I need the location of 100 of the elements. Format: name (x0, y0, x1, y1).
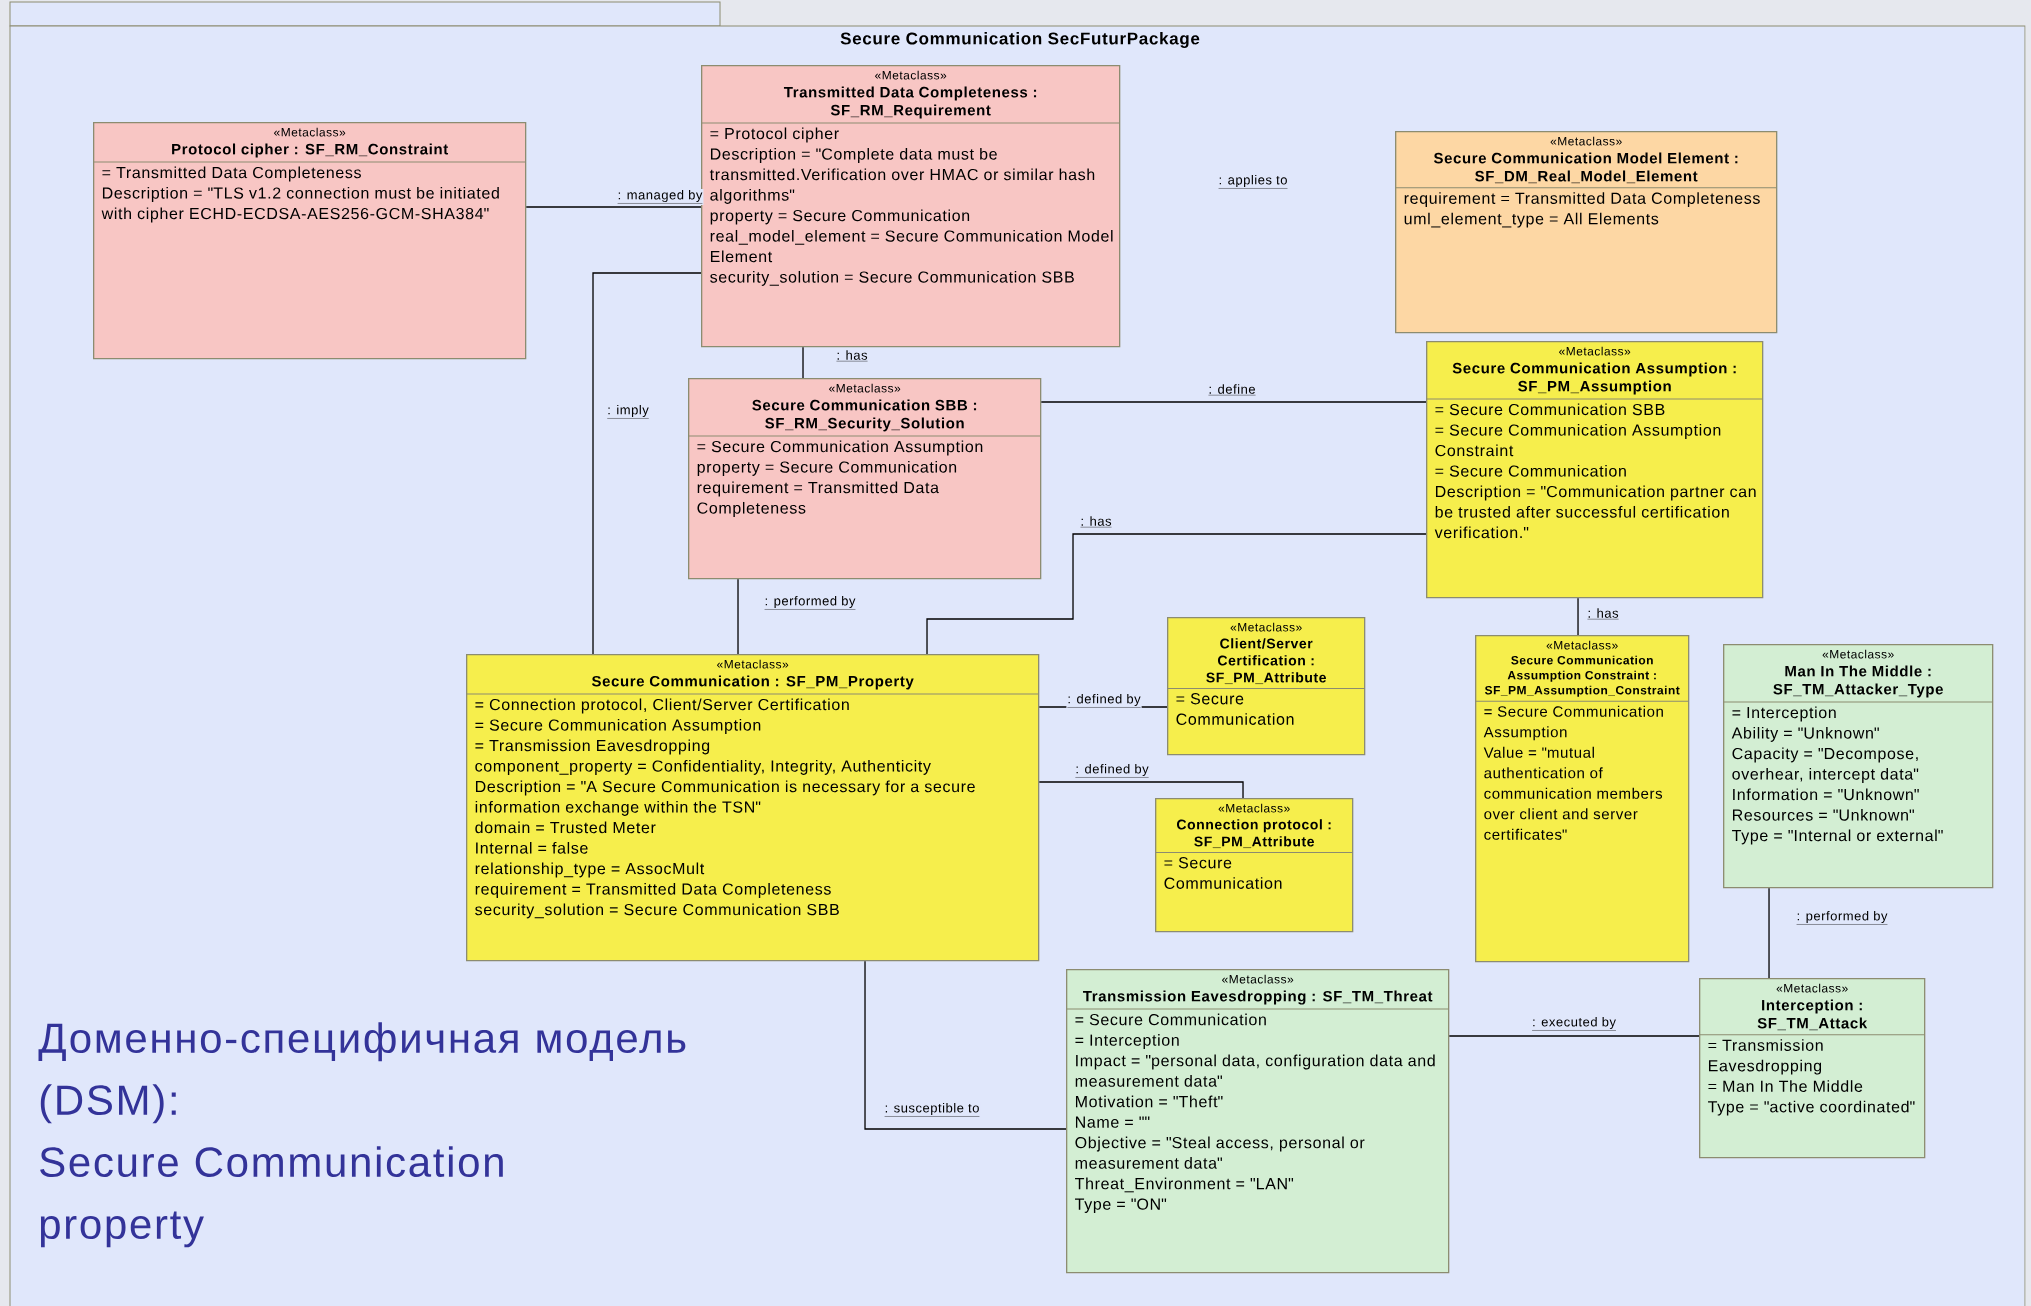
connector-line (1038, 706, 1168, 708)
class-box (701, 65, 1121, 348)
edge-label: : executed by (1531, 1016, 1617, 1031)
attribute-text: Internal = false (476, 841, 588, 854)
stereotype-label: «Metaclass» (1546, 640, 1618, 650)
attribute-text: = Secure Communication Assumption (1483, 705, 1663, 741)
attribute-text: = Interception (1732, 706, 1836, 722)
attribute-text: requirement = Transmitted Data Completeness (475, 882, 831, 898)
class-box (688, 378, 1042, 580)
connector-line (592, 272, 702, 655)
edge-label: : imply (607, 404, 649, 419)
class-name: Secure Communication Model Element : SF_DM_Real_Model_Element (1433, 152, 1738, 184)
class-box (466, 654, 1040, 962)
edge-label: : performed by (1796, 910, 1888, 925)
class-name: Man In The Middle : SF_TM_Attacker_Type (1773, 665, 1943, 698)
attribute-text: domain = Trusted Meter (475, 821, 656, 834)
attribute-text: = Protocol cipher (710, 127, 839, 143)
connector-line (737, 578, 739, 655)
attribute-text: Description = "Communication partner can be trusted after successful certification verification." (1434, 485, 1756, 539)
attribute-text: = Connection protocol, Client/Server Certification (475, 698, 849, 714)
attribute-text: Type = "Internal or external" (1732, 829, 1943, 845)
class-box (1395, 131, 1778, 334)
edge-label: : susceptible to (884, 1102, 980, 1117)
attribute-text: Motivation = "Theft" (1076, 1095, 1223, 1108)
stereotype-label: «Metaclass» (1230, 622, 1302, 632)
attribute-text: security_solution = Secure Communication SBB (475, 903, 839, 919)
attribute-text: = Secure Communication Assumption Constraint (1435, 423, 1721, 457)
connector-line (1768, 887, 1770, 979)
attribute-text: Value = "mutual authentication of communication members over client and server certificates" (1483, 746, 1663, 840)
attribute-text: Name = "" (1076, 1116, 1150, 1128)
edge-label: : has (1080, 516, 1112, 528)
attribute-text: = Transmission Eavesdropping (1708, 1039, 1823, 1075)
attribute-text: component_property = Confidentiality, Integrity, Authenticity (475, 759, 931, 775)
class-name: Interception : SF_TM_Attack (1757, 999, 1868, 1031)
edge-label: : managed by (617, 189, 703, 204)
connector-line (1448, 1035, 1700, 1037)
connector-line (864, 960, 1067, 1130)
edge-label: : has (1587, 608, 1619, 620)
attribute-text: property = Secure Communication (710, 209, 970, 225)
class-name: Transmission Eavesdropping : SF_TM_Threat (1083, 990, 1433, 1005)
class-name: Secure Communication : SF_PM_Property (591, 675, 914, 690)
attribute-text: = Man In The Middle (1708, 1080, 1863, 1092)
attribute-text: = Secure Communication (1075, 1013, 1266, 1026)
attribute-text: = Secure Communication (1164, 857, 1282, 889)
attribute-text: uml_element_type = All Elements (1404, 212, 1659, 228)
stereotype-label: «Metaclass» (875, 70, 947, 80)
heading-text: Secure Communication property (40, 1146, 503, 1248)
connector-line (525, 206, 702, 208)
attribute-text: = Secure Communication Assumption (475, 718, 761, 734)
attribute-text: = Secure Communication Assumption (697, 440, 983, 456)
connector-line (802, 346, 804, 379)
stereotype-label: «Metaclass» (1559, 346, 1631, 356)
connector-line (1040, 401, 1427, 403)
stereotype-label: «Metaclass» (829, 383, 901, 393)
attribute-text: security_solution = Secure Communication SBB (710, 270, 1074, 286)
attribute-text: Resources = "Unknown" (1733, 808, 1914, 821)
attribute-text: Description = "TLS v1.2 connection must be initiated with cipher ECHD-ECDSA-AES256-GCM-SHA384" (101, 186, 499, 223)
attribute-text: Ability = "Unknown" (1731, 726, 1879, 742)
attribute-text: property = Secure Communication (697, 460, 957, 476)
class-box (1066, 969, 1450, 1274)
class-box (93, 122, 527, 360)
attribute-text: Capacity = "Decompose, overhear, intercept data" (1732, 747, 1919, 783)
attribute-text: = Transmitted Data Completeness (102, 166, 361, 182)
class-name: Transmitted Data Completeness : SF_RM_Requirement (783, 86, 1037, 119)
attribute-text: Description = "A Secure Communication is necessary for a secure information exchange within the TSN" (475, 780, 975, 816)
class-box (1475, 635, 1690, 963)
attribute-text: Impact = "personal data, configuration data and measurement data" (1075, 1054, 1435, 1087)
class-box (1699, 978, 1926, 1159)
stereotype-label: «Metaclass» (1822, 649, 1894, 659)
class-name: Secure Communication SBB : SF_RM_Security_Solution (752, 399, 977, 432)
connector-line (1577, 597, 1579, 636)
stereotype-label: «Metaclass» (1222, 974, 1294, 984)
class-name: Connection protocol : SF_PM_Attribute (1177, 819, 1331, 849)
attribute-text: requirement = Transmitted Data Completeness (1404, 192, 1760, 208)
attribute-text: = Transmission Eavesdropping (475, 739, 710, 755)
edge-label: : defined by (1075, 763, 1149, 778)
attribute-text: Description = "Complete data must be transmitted.Verification over HMAC or similar hash algorithms" (709, 147, 1095, 204)
edge-label: : defined by (1067, 693, 1141, 708)
stereotype-label: «Metaclass» (717, 659, 789, 669)
floating-label: : applies to (1218, 174, 1288, 189)
attribute-text: requirement = Transmitted Data Completeness (697, 481, 939, 517)
frame-title: Secure Communication SecFuturPackage (840, 32, 1200, 48)
class-box (1167, 617, 1366, 756)
class-name: Secure Communication Assumption Constraint : SF_PM_Assumption_Constraint (1484, 655, 1680, 697)
stereotype-label: «Metaclass» (1776, 983, 1848, 993)
stereotype-label: «Metaclass» (1550, 136, 1622, 146)
attribute-text: Type = "active coordinated" (1708, 1100, 1915, 1116)
connector-line (1038, 781, 1244, 799)
class-name: Client/Server Certification : SF_PM_Attribute (1206, 638, 1326, 685)
edge-label: : has (836, 350, 868, 362)
attribute-text: = Secure Communication (1176, 693, 1294, 725)
heading-text: Доменно-специфичная модель (DSM): (38, 1022, 686, 1124)
connector-line (926, 533, 1427, 655)
class-name: Protocol cipher : SF_RM_Constraint (172, 143, 448, 158)
attribute-text: = Secure Communication SBB (1435, 403, 1665, 416)
class-box (1426, 341, 1764, 599)
attribute-text: = Secure Communication (1435, 464, 1626, 477)
attribute-text: Threat_Environment = "LAN" (1075, 1177, 1294, 1193)
class-box (1723, 644, 1994, 889)
class-box (1155, 798, 1354, 933)
